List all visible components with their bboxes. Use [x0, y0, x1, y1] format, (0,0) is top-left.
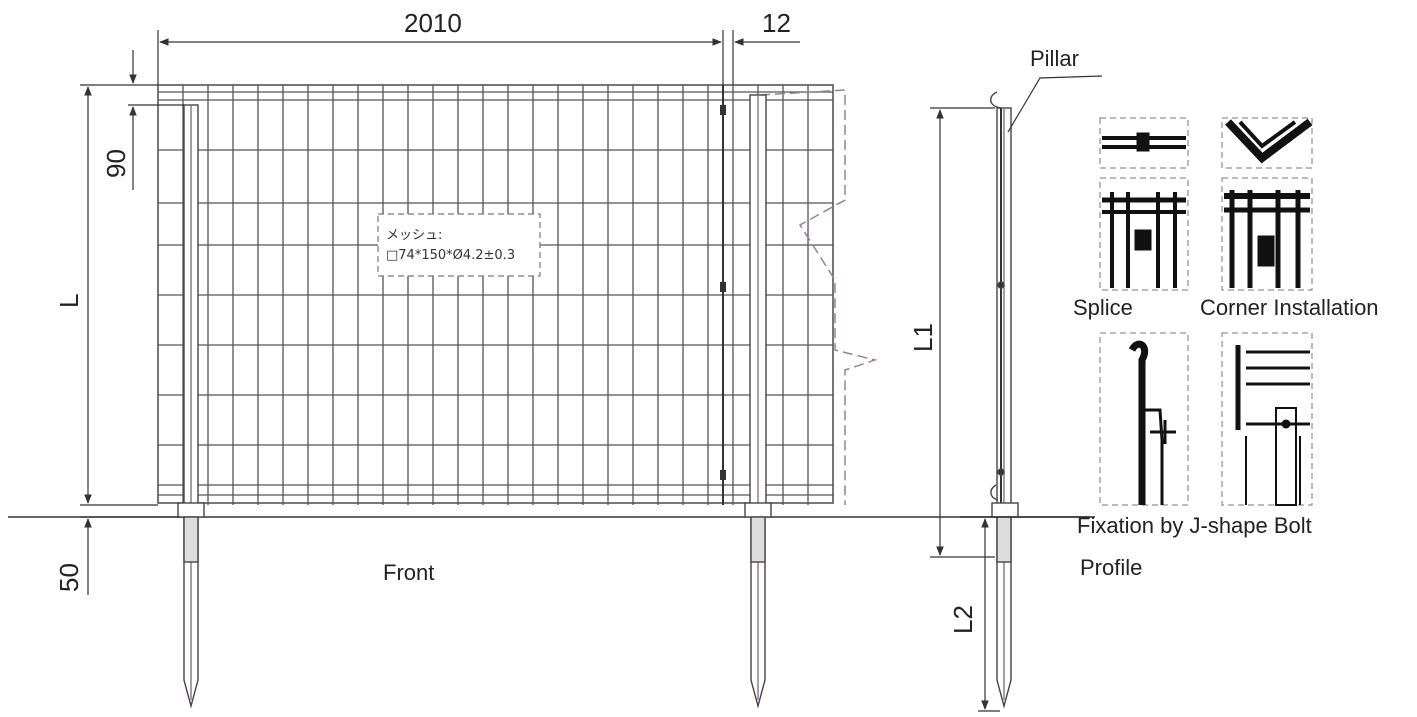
dim-top-offset: 90 [101, 149, 131, 178]
dim-height: L [54, 294, 84, 308]
dim-panel-width: 2010 [404, 8, 462, 38]
front-dimensions [80, 30, 800, 595]
left-pillar [177, 104, 205, 709]
mesh-note-box [377, 213, 541, 277]
profile-pillar [990, 91, 1019, 709]
splice-clip [720, 105, 726, 115]
mesh-note-line1: メッシュ: [386, 228, 442, 243]
front-view-label: Front [383, 560, 434, 585]
pillar-leader [1007, 75, 1103, 133]
mesh-panel-frame [157, 84, 834, 504]
right-pillar [744, 94, 772, 709]
fixation-label: Fixation by J-shape Bolt [1077, 513, 1312, 538]
mesh-horizontal-wires [158, 149, 833, 446]
splice-label: Splice [1073, 295, 1133, 320]
corner-label: Corner Installation [1200, 295, 1379, 320]
pillar-label: Pillar [1030, 46, 1079, 71]
detail-corner [1221, 117, 1313, 291]
splice-clip [720, 470, 726, 480]
mesh-note-line2: □74*150*Ø4.2±0.3 [386, 248, 515, 263]
adjacent-panel-outline [759, 89, 878, 505]
dim-pillar-gap: 12 [762, 8, 791, 38]
profile-view-label: Profile [1080, 555, 1142, 580]
detail-fixation-front [1221, 332, 1313, 506]
dim-profile-height: L1 [908, 323, 938, 352]
profile-view: Pillar L1 L2 Profile [908, 46, 1142, 712]
detail-fixation-profile [1099, 332, 1189, 506]
splice-clip [720, 282, 726, 292]
detail-splice [1099, 117, 1189, 291]
dim-ground-offset: 50 [54, 563, 84, 592]
front-view: メッシュ: □74*150*Ø4.2±0.3 Front [157, 84, 878, 709]
dim-profile-embed: L2 [948, 605, 978, 634]
